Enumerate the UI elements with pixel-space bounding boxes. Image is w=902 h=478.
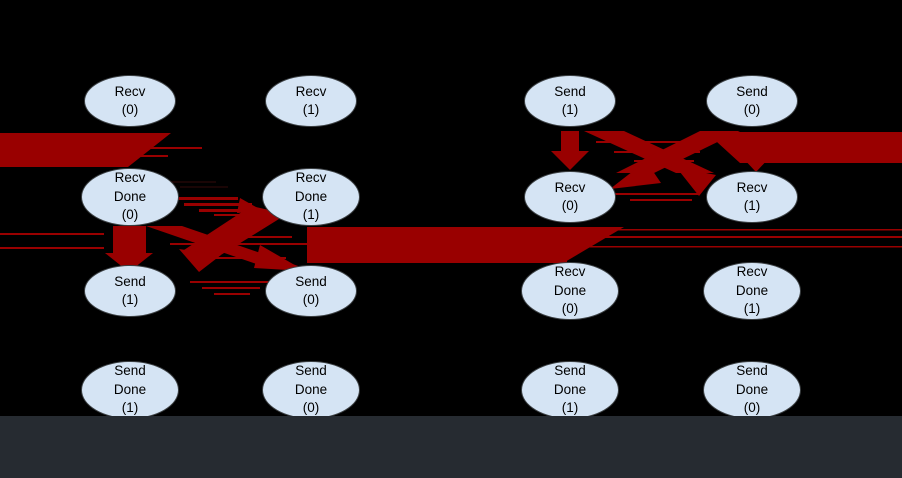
node-label-line: Send (554, 83, 586, 99)
edge-send0-recv0-head (610, 161, 661, 189)
edge-left-thin-line-2 (0, 247, 104, 249)
edge-rd0-send1-shaft (113, 226, 146, 254)
edge-rd0-rd1-hatch-dark-2 (180, 186, 228, 188)
node-label-line: Done (735, 381, 769, 397)
node-label-line: (1) (121, 292, 139, 307)
node-label-line: Done (113, 381, 147, 397)
edge-rightx-line-3 (634, 160, 694, 162)
edge-right-thin-line-3 (565, 246, 902, 248)
edge-under-hatch-3 (214, 293, 250, 295)
node-c1-send-1: Send (1) (84, 265, 176, 317)
node-label-line: Done (553, 282, 587, 298)
node-c1-recv-0: Recv (0) (84, 75, 176, 127)
edge-under-hatch-1 (190, 281, 272, 283)
node-label-line: Send (114, 273, 146, 289)
node-label-line: (0) (561, 301, 579, 317)
edge-rd0-rd1-hatch-3 (199, 209, 258, 212)
node-label-line: Send (736, 83, 768, 99)
edge-rightx-line-2 (614, 151, 700, 153)
edge-send1-recv0-head (551, 151, 589, 170)
node-label-line: Done (113, 188, 147, 204)
node-label-line: Recv (295, 83, 327, 99)
edge-send1-recv1-head (676, 167, 716, 196)
node-label-line: (0) (743, 400, 761, 416)
node-label-line: Send (736, 363, 768, 379)
edge-under-hatch-2 (202, 287, 260, 289)
edge-left-entry-line-2 (128, 155, 168, 157)
edge-left-entry-band (0, 133, 128, 167)
node-label-line: (0) (121, 102, 139, 117)
node-label-line: (0) (121, 207, 139, 223)
node-label-line: (1) (302, 102, 320, 117)
edge-right-thin-line-1 (610, 229, 902, 231)
node-c4-recv-1: Recv (1) (706, 171, 798, 223)
edge-right-exit-band (740, 132, 902, 163)
node-label-line: (1) (121, 400, 139, 416)
edge-rightx-line-1 (596, 141, 706, 143)
edge-rd1-rd0c3-taper (565, 227, 624, 262)
node-label-line: (0) (743, 102, 761, 117)
edge-crossing-line-2 (196, 236, 292, 238)
edge-rd0-rd1-hatch-2 (184, 203, 252, 206)
node-label-line: Done (294, 188, 328, 204)
node-c2-recv-1: Recv (1) (265, 75, 357, 127)
node-label-line: (0) (302, 292, 320, 307)
edge-right-thin-line-2 (565, 236, 902, 238)
edge-left-entry-line-1 (128, 147, 202, 149)
edge-rd1-send1-head (179, 249, 221, 272)
node-label-line: Done (735, 282, 769, 298)
node-label-line: Recv (554, 179, 586, 195)
node-c2-send-0: Send (0) (265, 265, 357, 317)
edge-rd1-rd0c3-band (307, 227, 567, 263)
edge-right-exit-jag (706, 132, 740, 163)
node-label-line: (0) (561, 198, 579, 213)
node-label-line: Recv (736, 179, 768, 195)
node-c3-recv-0: Recv (0) (524, 171, 616, 223)
edge-rd0-rd1-hatch-dark-1 (168, 181, 216, 183)
edge-rd0-rd1-hatch-4 (214, 214, 252, 216)
node-label-line: Send (554, 363, 586, 379)
edge-crossing-line-3 (214, 257, 286, 259)
node-label-line: Recv (554, 264, 586, 280)
node-label-line: Send (295, 273, 327, 289)
node-label-line: Recv (295, 170, 327, 186)
edge-rd0-send1-head (105, 253, 153, 272)
node-label-line: Recv (114, 170, 146, 186)
node-label-line: (1) (743, 198, 761, 213)
edge-rightx-under-1 (612, 193, 700, 195)
node-label-line: Done (553, 381, 587, 397)
node-label-line: Send (114, 363, 146, 379)
node-label-line: Done (294, 381, 328, 397)
bottom-panel (0, 416, 902, 478)
edge-crossing-line-1 (170, 243, 318, 245)
node-label-line: (1) (561, 400, 579, 416)
node-label-line: (1) (302, 207, 320, 223)
node-label-line: (0) (302, 400, 320, 416)
node-label-line: (1) (561, 102, 579, 117)
edge-left-thin-line-1 (0, 233, 104, 235)
edge-left-entry-taper (128, 133, 171, 167)
node-label-line: Recv (736, 264, 768, 280)
edge-rightx-under-2 (630, 199, 692, 201)
edge-send1-recv0-shaft (561, 131, 579, 152)
node-c3-send-1: Send (1) (524, 75, 616, 127)
node-c4-send-0: Send (0) (706, 75, 798, 127)
node-label-line: Recv (114, 83, 146, 99)
node-label-line: Send (295, 363, 327, 379)
edge-rd0-rd1-hatch-1 (172, 197, 238, 200)
node-label-line: (1) (743, 301, 761, 317)
